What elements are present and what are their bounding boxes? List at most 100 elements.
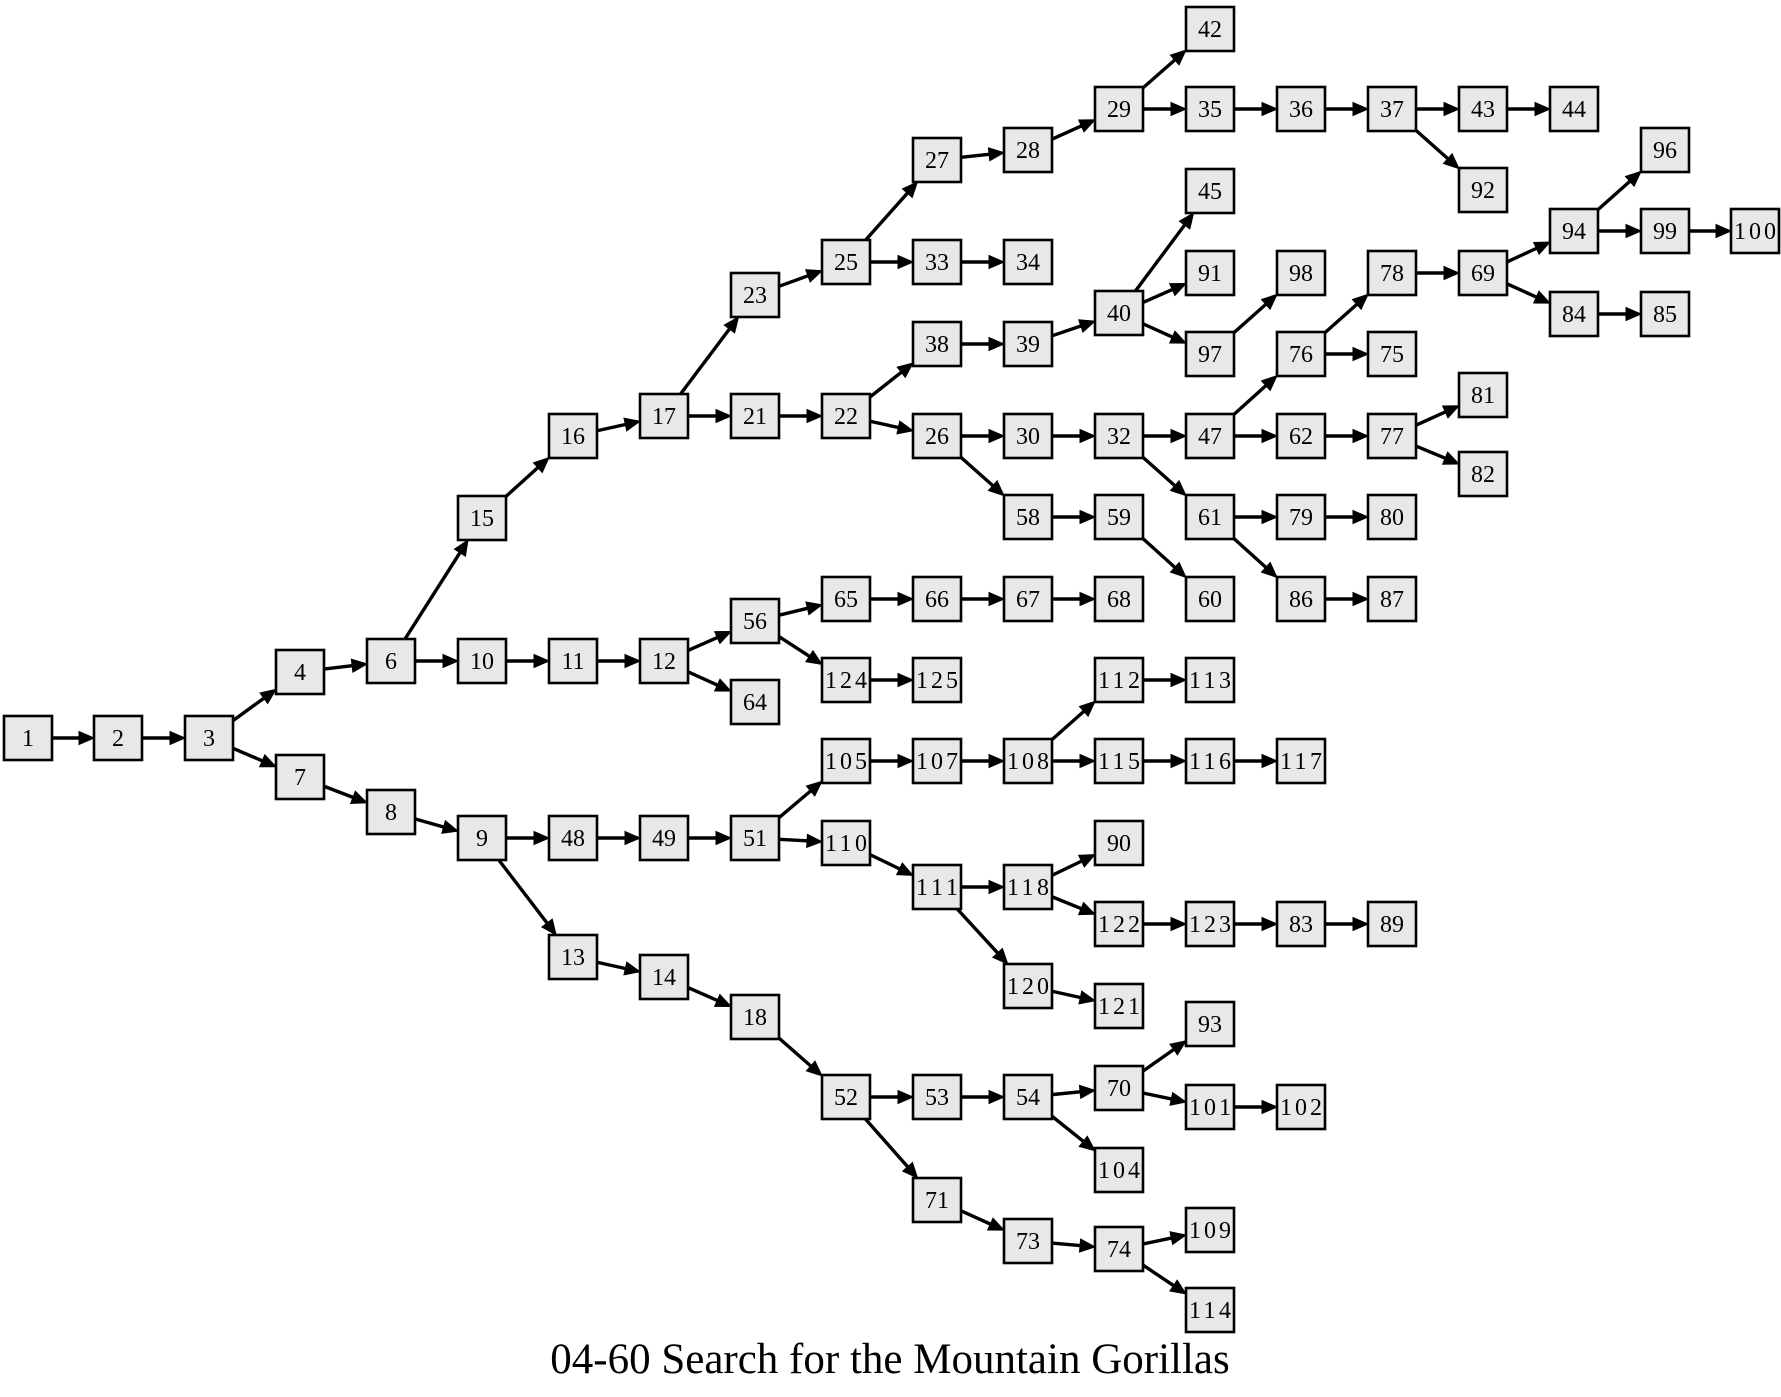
node-58: 58 — [1002, 493, 1054, 541]
edge-110-111 — [869, 853, 901, 871]
node-label: 122 — [1098, 912, 1140, 938]
node-label: 34 — [1016, 250, 1040, 276]
node-label: 80 — [1380, 505, 1404, 531]
node-box — [729, 597, 781, 645]
node-69: 69 — [1457, 249, 1509, 297]
node-43: 43 — [1457, 85, 1509, 133]
arrow-head-79-80 — [1352, 509, 1370, 525]
node-label: 109 — [1189, 1218, 1231, 1244]
edge-118-122 — [1051, 895, 1082, 911]
node-13: 13 — [547, 933, 599, 981]
edge-77-81 — [1415, 410, 1447, 427]
node-box — [1184, 1000, 1236, 1048]
node-box — [1002, 1217, 1054, 1265]
edge-8-9 — [414, 817, 445, 829]
node-17: 17 — [638, 392, 690, 440]
node-117: 117 — [1275, 737, 1327, 785]
arrow-head-21-22 — [806, 408, 824, 424]
node-label: 15 — [470, 506, 494, 532]
node-45: 45 — [1184, 167, 1236, 215]
node-label: 30 — [1016, 424, 1040, 450]
node-99: 99 — [1639, 207, 1691, 255]
node-44: 44 — [1548, 85, 1600, 133]
node-35: 35 — [1184, 85, 1236, 133]
node-label: 32 — [1107, 424, 1131, 450]
node-91: 91 — [1184, 249, 1236, 297]
node-77: 77 — [1366, 412, 1418, 460]
node-box — [456, 637, 508, 685]
node-28: 28 — [1002, 126, 1054, 174]
node-label: 21 — [743, 404, 767, 430]
node-label: 93 — [1198, 1012, 1222, 1038]
arrow-head-116-117 — [1261, 753, 1279, 769]
node-box — [1093, 1225, 1145, 1273]
node-label: 81 — [1471, 383, 1495, 409]
edge-56-65 — [778, 606, 808, 617]
node-label: 22 — [834, 404, 858, 430]
node-box — [1184, 330, 1236, 378]
node-67: 67 — [1002, 575, 1054, 623]
arrow-head-30-32 — [1079, 428, 1097, 444]
node-label: 78 — [1380, 261, 1404, 287]
node-label: 10 — [470, 649, 494, 675]
arrow-head-70-101 — [1169, 1091, 1188, 1106]
arrow-head-25-33 — [897, 254, 915, 270]
node-82: 82 — [1457, 450, 1509, 498]
arrow-head-23-25 — [804, 269, 824, 283]
arrow-head-35-36 — [1261, 101, 1279, 117]
node-box — [456, 494, 508, 542]
arrow-head-17-23 — [723, 315, 740, 334]
node-74: 74 — [1093, 1225, 1145, 1273]
node-box — [1093, 289, 1145, 337]
node-26: 26 — [911, 412, 963, 460]
node-label: 8 — [385, 800, 397, 826]
node-4: 4 — [274, 648, 326, 696]
arrow-head-69-94 — [1532, 241, 1552, 256]
arrow-head-2-3 — [169, 730, 187, 746]
node-box — [1002, 1073, 1054, 1121]
node-60: 60 — [1184, 575, 1236, 623]
node-48: 48 — [547, 814, 599, 862]
node-label: 74 — [1107, 1237, 1131, 1263]
arrow-head-43-44 — [1534, 101, 1552, 117]
node-label: 44 — [1562, 97, 1586, 123]
node-112: 112 — [1093, 656, 1145, 704]
arrow-head-37-43 — [1443, 101, 1461, 117]
edge-52-71 — [864, 1117, 909, 1168]
node-box — [1275, 412, 1327, 460]
node-107: 107 — [911, 737, 963, 785]
node-70: 70 — [1093, 1064, 1145, 1112]
node-81: 81 — [1457, 371, 1509, 419]
node-36: 36 — [1275, 85, 1327, 133]
node-label: 1 — [22, 726, 34, 752]
node-box — [1184, 1083, 1236, 1131]
node-box — [1457, 249, 1509, 297]
node-box — [1366, 900, 1418, 948]
node-18: 18 — [729, 993, 781, 1041]
node-90: 90 — [1093, 819, 1145, 867]
node-label: 124 — [825, 668, 867, 694]
node-label: 98 — [1289, 261, 1313, 287]
node-label: 12 — [652, 649, 676, 675]
arrow-head-66-67 — [988, 591, 1006, 607]
node-label: 33 — [925, 250, 949, 276]
node-label: 70 — [1107, 1076, 1131, 1102]
arrow-head-61-86 — [1260, 561, 1278, 579]
node-box — [729, 392, 781, 440]
node-label: 52 — [834, 1085, 858, 1111]
node-label: 85 — [1653, 302, 1677, 328]
arrow-head-71-73 — [986, 1217, 1006, 1231]
node-6: 6 — [365, 637, 417, 685]
arrow-head-123-83 — [1261, 916, 1279, 932]
arrow-head-25-27 — [901, 181, 919, 199]
arrow-head-76-78 — [1351, 293, 1369, 311]
node-box — [638, 392, 690, 440]
arrow-head-26-30 — [988, 428, 1006, 444]
arrow-head-29-42 — [1169, 49, 1187, 66]
arrow-head-59-60 — [1169, 561, 1187, 579]
edge-14-18 — [687, 985, 718, 1002]
node-label: 16 — [561, 424, 585, 450]
node-box — [1002, 493, 1054, 541]
node-10: 10 — [456, 637, 508, 685]
